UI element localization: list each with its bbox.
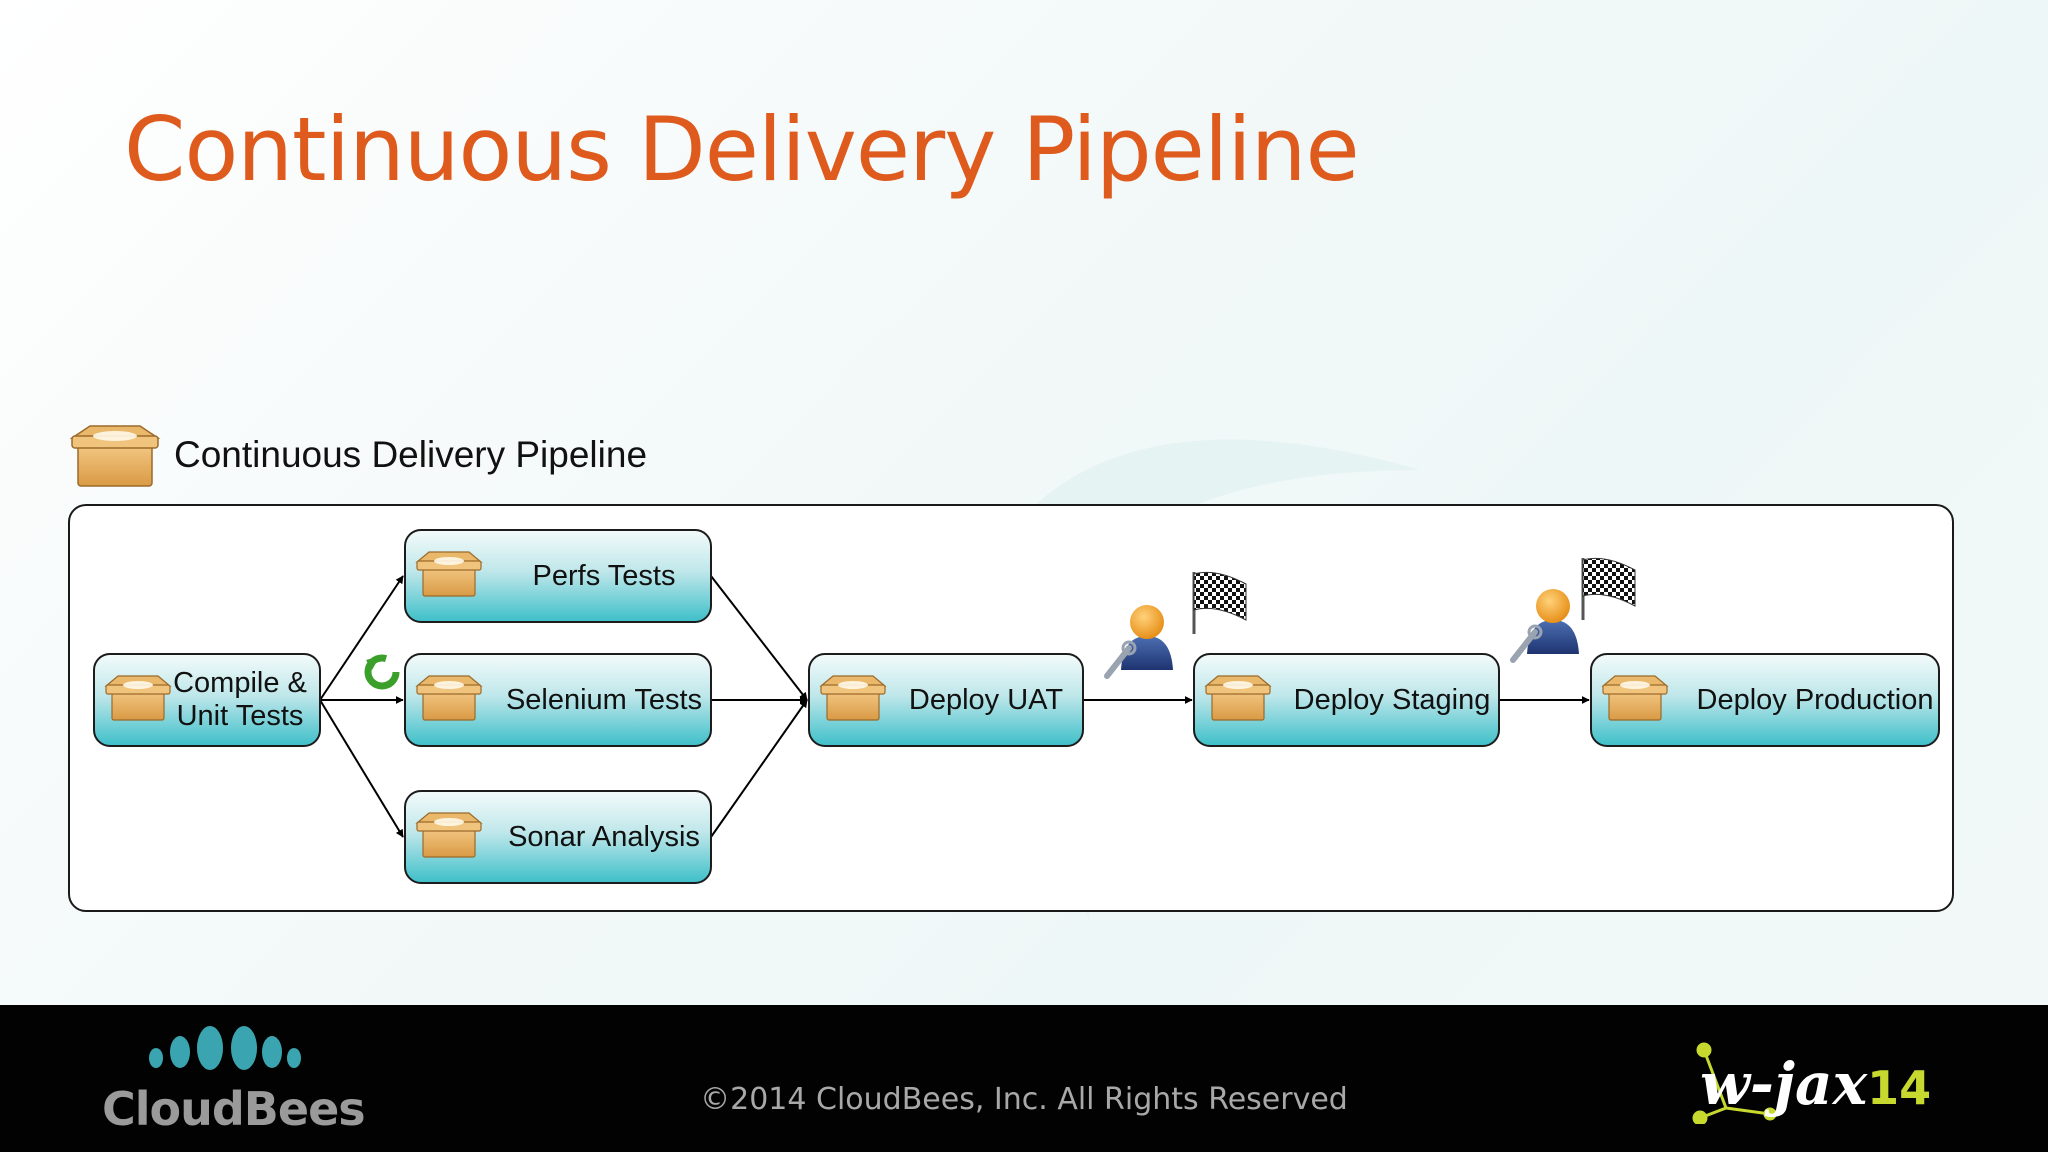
job-label-perfs: Perfs Tests <box>404 560 804 593</box>
wjax-logo-number: 14 <box>1867 1061 1932 1115</box>
job-label-compile: Compile &Unit Tests <box>40 667 440 733</box>
job-label-line: Selenium Tests <box>505 683 703 716</box>
job-label-uat: Deploy UAT <box>786 684 1186 717</box>
user-approval-icon <box>1104 605 1173 679</box>
job-label-selenium: Selenium Tests <box>404 684 804 717</box>
job-label-staging: Deploy Staging <box>1192 684 1592 717</box>
package-box-icon <box>69 425 161 487</box>
package-box-icon <box>1601 675 1669 721</box>
job-label-line: Deploy Production <box>1696 683 1934 716</box>
job-node-staging[interactable] <box>1193 653 1500 747</box>
job-label-line: Perfs Tests <box>532 559 676 592</box>
cloudbees-logo-icon <box>149 1026 301 1070</box>
job-node-perfs[interactable] <box>404 529 712 623</box>
edge-compile-to-sonar <box>319 699 404 838</box>
pipeline-header-label: Continuous Delivery Pipeline <box>174 434 648 475</box>
job-node-uat[interactable] <box>808 653 1084 747</box>
job-node-production[interactable] <box>1590 653 1940 747</box>
job-node-compile[interactable] <box>93 653 321 747</box>
slide-title: Continuous Delivery Pipeline <box>124 98 1360 201</box>
job-label-line: Deploy UAT <box>908 683 1064 716</box>
package-box-icon <box>415 675 483 721</box>
package-box-icon <box>415 551 483 597</box>
cloudbees-wordmark: CloudBees <box>102 1082 366 1136</box>
job-label-line: Unit Tests <box>176 700 304 732</box>
pipeline-diagram <box>93 529 1940 884</box>
wjax-logo-icon <box>1692 1042 1777 1124</box>
wjax-logo-text: w-jax14 <box>1700 1050 1931 1118</box>
package-box-icon <box>104 675 172 721</box>
package-box-icon <box>415 812 483 858</box>
checkered-flag-icon <box>1192 571 1247 634</box>
user-approval-icon <box>1510 589 1579 663</box>
job-node-selenium[interactable] <box>404 653 712 747</box>
job-node-sonar[interactable] <box>404 790 712 884</box>
edge-sonar-to-uat <box>710 699 808 838</box>
package-box-icon <box>819 675 887 721</box>
job-label-line: Compile & <box>173 667 307 699</box>
job-label-line: Sonar Analysis <box>508 820 700 853</box>
edge-perfs-to-uat <box>710 575 808 701</box>
checkered-flag-icon <box>1581 557 1636 620</box>
job-label-production: Deploy Production <box>1615 684 2015 717</box>
footer-bar <box>0 1005 2048 1152</box>
package-box-icon <box>1204 675 1272 721</box>
edge-compile-to-perfs <box>319 575 404 701</box>
wjax-logo-word: w-jax <box>1700 1050 1868 1118</box>
copyright-notice: ©2014 CloudBees, Inc. All Rights Reserve… <box>700 1082 1348 1117</box>
job-label-line: Deploy Staging <box>1293 683 1491 716</box>
job-label-sonar: Sonar Analysis <box>404 821 804 854</box>
green-retry-icon <box>364 654 400 690</box>
